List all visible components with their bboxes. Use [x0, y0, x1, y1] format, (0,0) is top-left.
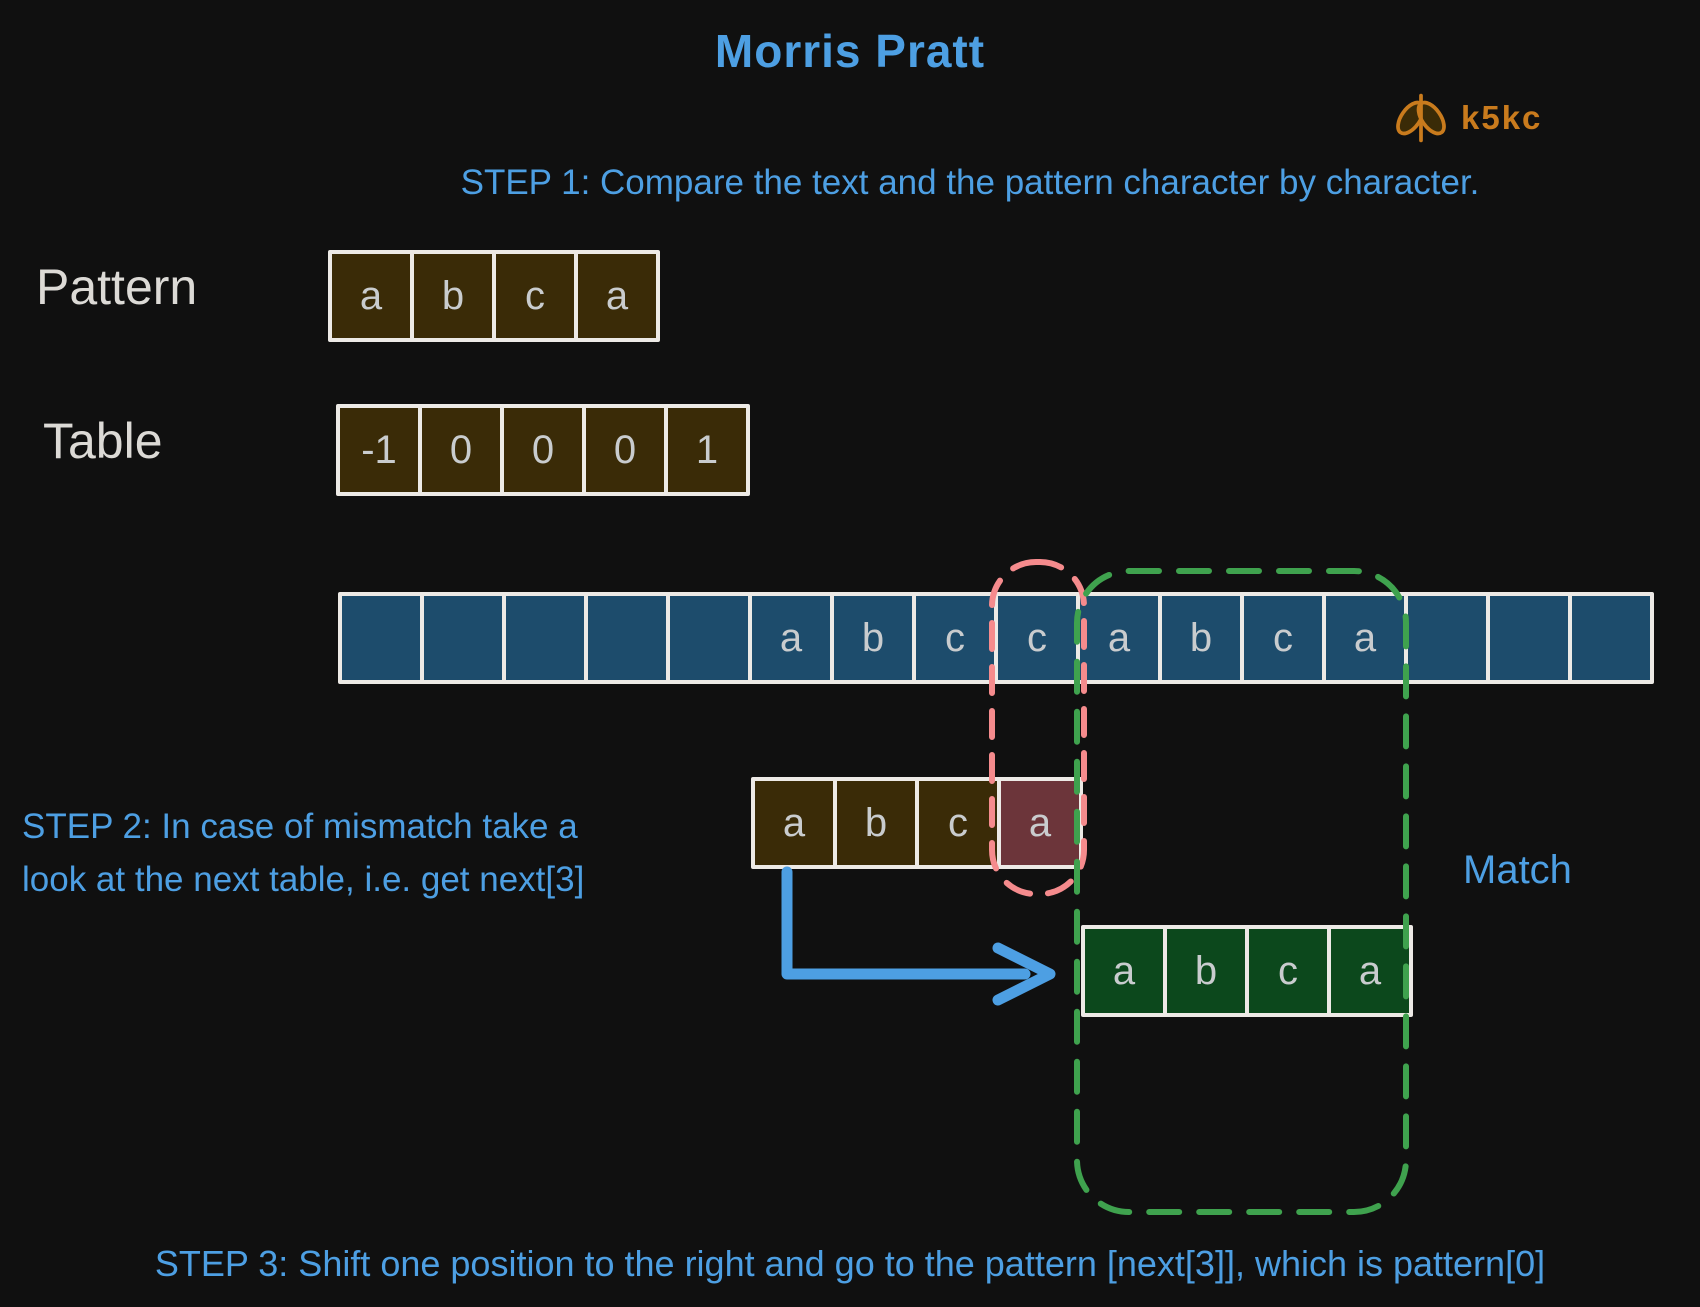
text-cell: c: [912, 592, 998, 684]
pattern-cell: b: [410, 250, 496, 342]
table-cell: 0: [582, 404, 668, 496]
step1-caption: STEP 1: Compare the text and the pattern…: [460, 163, 1480, 202]
pattern-cell: a: [328, 250, 414, 342]
text-cell: [1486, 592, 1572, 684]
pattern-attempt-row: a b c a: [751, 777, 1083, 869]
brand-name: k5kc: [1461, 99, 1543, 136]
next-table-row: -1 0 0 0 1: [336, 404, 750, 496]
pattern-cell: c: [492, 250, 578, 342]
text-cell: [502, 592, 588, 684]
table-cell: 1: [664, 404, 750, 496]
pattern-cells-row: a b c a: [328, 250, 660, 342]
shifted-pattern-row: a b c a: [1081, 925, 1413, 1017]
text-cell: c: [1240, 592, 1326, 684]
shifted-pattern-cell: a: [1081, 925, 1167, 1017]
pattern-attempt-cell: b: [833, 777, 919, 869]
table-cell: -1: [336, 404, 422, 496]
text-cell: [1404, 592, 1490, 684]
text-cell: [584, 592, 670, 684]
text-string-row: a b c c a b c a: [338, 592, 1654, 684]
step2-caption: STEP 2: In case of mismatch take a look …: [22, 800, 584, 906]
brand-logo: k5kc: [1393, 92, 1542, 144]
text-cell: [420, 592, 506, 684]
text-cell: [666, 592, 752, 684]
shifted-pattern-cell: b: [1163, 925, 1249, 1017]
pattern-label: Pattern: [36, 259, 198, 315]
shifted-pattern-cell: a: [1327, 925, 1413, 1017]
step2-line2: look at the next table, i.e. get next[3]: [22, 860, 585, 899]
mismatch-cell: a: [997, 777, 1083, 869]
text-cell: b: [830, 592, 916, 684]
pattern-attempt-cell: a: [751, 777, 837, 869]
text-cell: [338, 592, 424, 684]
table-cell: 0: [418, 404, 504, 496]
step2-line1: STEP 2: In case of mismatch take a: [22, 807, 578, 846]
step3-caption: STEP 3: Shift one position to the right …: [154, 1243, 1546, 1284]
text-cell: [1568, 592, 1654, 684]
pattern-attempt-cell: c: [915, 777, 1001, 869]
text-cell: b: [1158, 592, 1244, 684]
pattern-cell: a: [574, 250, 660, 342]
page-title: Morris Pratt: [714, 25, 986, 77]
text-cell: c: [994, 592, 1080, 684]
text-cell: a: [1322, 592, 1408, 684]
text-cell: a: [1076, 592, 1162, 684]
table-cell: 0: [500, 404, 586, 496]
shifted-pattern-cell: c: [1245, 925, 1331, 1017]
shift-arrow: [781, 866, 1056, 1006]
butterfly-icon: [1393, 92, 1449, 144]
match-label: Match: [1463, 848, 1572, 892]
text-cell: a: [748, 592, 834, 684]
table-label: Table: [43, 413, 163, 469]
